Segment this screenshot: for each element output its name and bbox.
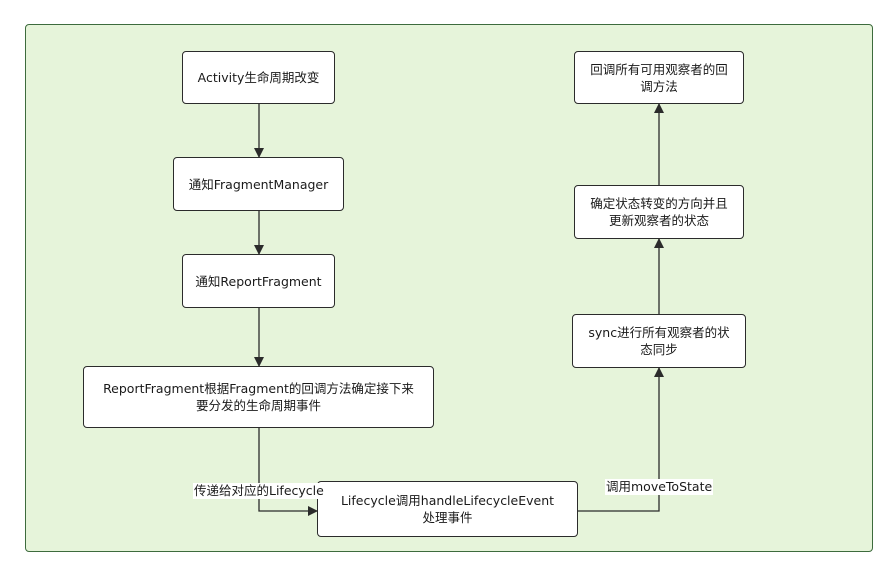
node-report-fragment-decide-text: ReportFragment根据Fragment的回调方法确定接下来 要分发的生… — [103, 381, 414, 413]
node-activity-lifecycle-change: Activity生命周期改变 — [182, 51, 335, 104]
diagram-canvas — [25, 24, 873, 552]
node-lifecycle-handle-event: Lifecycle调用handleLifecycleEvent 处理事件 — [317, 481, 578, 537]
node-determine-state: 确定状态转变的方向并且 更新观察者的状态 — [574, 185, 744, 239]
node-lifecycle-handle-event-text: Lifecycle调用handleLifecycleEvent 处理事件 — [340, 493, 555, 525]
node-callback-observers-text: 回调所有可用观察者的回 调方法 — [590, 61, 728, 94]
node-notify-fragment-manager-text: 通知FragmentManager — [188, 176, 329, 192]
node-determine-state-text: 确定状态转变的方向并且 更新观察者的状态 — [590, 196, 728, 228]
node-callback-observers: 回调所有可用观察者的回 调方法 — [574, 51, 744, 104]
node-report-fragment-decide: ReportFragment根据Fragment的回调方法确定接下来 要分发的生… — [83, 366, 434, 428]
node-sync-observers-text: sync进行所有观察者的状 态同步 — [588, 325, 730, 357]
node-activity-lifecycle-change-text: Activity生命周期改变 — [197, 70, 320, 85]
node-notify-fragment-manager: 通知FragmentManager — [173, 157, 344, 211]
node-sync-observers: sync进行所有观察者的状 态同步 — [572, 314, 746, 368]
edge-label-pass-to-lifecycle: 传递给对应的Lifecycle — [193, 483, 325, 499]
node-notify-report-fragment-text: 通知ReportFragment — [195, 273, 322, 289]
node-notify-report-fragment: 通知ReportFragment — [182, 254, 335, 308]
edge-label-call-move-to-state: 调用moveToState — [605, 479, 714, 495]
